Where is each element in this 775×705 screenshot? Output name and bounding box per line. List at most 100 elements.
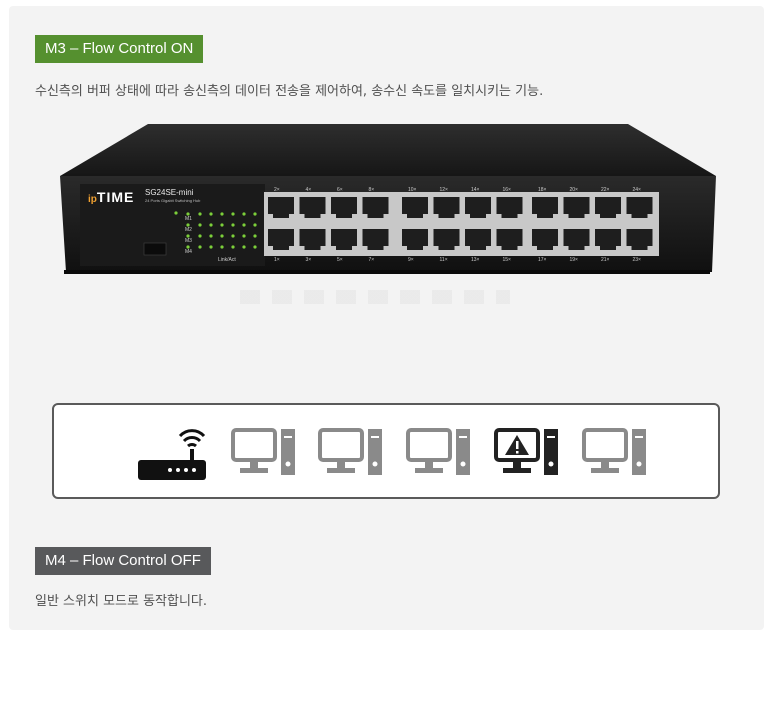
port-number-label: 2× — [274, 187, 280, 193]
switch-model-label: SG24SE-mini — [145, 188, 194, 197]
rj45-port — [496, 197, 523, 218]
rj45-port — [595, 229, 621, 250]
m3-title-badge: M3 – Flow Control ON — [35, 35, 204, 63]
rj45-port — [402, 197, 428, 218]
rj45-port — [402, 229, 428, 250]
link-led — [198, 234, 202, 238]
rj45-port — [626, 197, 653, 218]
m4-title-badge: M4 – Flow Control OFF — [35, 547, 211, 575]
port-number-label: 4× — [305, 187, 312, 193]
m4-description: 일반 스위치 모드로 동작합니다. — [35, 594, 208, 609]
link-led — [220, 212, 224, 216]
rj45-port — [362, 229, 389, 250]
port-number-label: 23× — [632, 257, 641, 263]
link-led — [231, 212, 235, 216]
port-number-label: 21× — [601, 257, 610, 263]
link-led — [242, 223, 246, 227]
link-led — [209, 212, 213, 216]
link-led — [220, 223, 224, 227]
desktop-computer-icon — [318, 428, 382, 475]
link-led — [242, 234, 246, 238]
power-led — [174, 211, 178, 215]
port-number-label: 7× — [368, 257, 375, 263]
switch-subtitle: 24 Ports Gigabit Switching Hub — [145, 198, 201, 203]
port-number-label: 24× — [632, 187, 641, 193]
rj45-port — [496, 229, 523, 250]
rj45-port — [532, 197, 558, 218]
port-number-label: 19× — [569, 257, 578, 263]
port-number-label: 8× — [368, 187, 375, 193]
mode-led — [186, 223, 190, 227]
rj45-port — [465, 229, 491, 250]
rj45-port — [362, 197, 389, 218]
link-led — [253, 245, 257, 249]
switch-illustration — [60, 124, 716, 274]
link-led — [209, 223, 213, 227]
link-led — [231, 245, 235, 249]
rj45-port — [268, 229, 294, 250]
link-led — [220, 234, 224, 238]
link-led — [253, 234, 257, 238]
port-number-label: 16× — [502, 187, 511, 193]
m3-description: 수신측의 버퍼 상태에 따라 송신측의 데이터 전송을 제어하여, 송수신 속도… — [35, 84, 544, 99]
link-led — [209, 234, 213, 238]
port-number-label: 13× — [471, 257, 480, 263]
rj45-port — [595, 197, 621, 218]
rj45-port — [299, 229, 326, 250]
link-led — [198, 245, 202, 249]
port-number-label: 6× — [337, 187, 343, 193]
wifi-router-icon — [138, 429, 206, 480]
rj45-port — [563, 229, 590, 250]
link-led — [242, 212, 246, 216]
mode-led — [186, 245, 190, 249]
link-led — [198, 223, 202, 227]
brand-name: TIME — [96, 189, 135, 205]
link-led — [231, 223, 235, 227]
rj45-port — [465, 197, 491, 218]
mode-label: M2 — [185, 227, 192, 233]
port-number-label: 9× — [408, 257, 414, 263]
link-led — [231, 234, 235, 238]
link-led — [253, 223, 257, 227]
desktop-computer-icon — [231, 428, 295, 475]
port-number-label: 17× — [538, 257, 547, 263]
port-number-label: 20× — [569, 187, 578, 193]
port-number-label: 15× — [502, 257, 511, 263]
port-number-label: 10× — [408, 187, 417, 193]
port-number-label: 3× — [305, 257, 312, 263]
desktop-computer-icon — [406, 428, 470, 475]
network-diagram — [52, 403, 720, 499]
mode-led — [186, 212, 190, 216]
port-number-label: 14× — [471, 187, 480, 193]
port-number-label: 1× — [274, 257, 280, 263]
desktop-computer-icon — [582, 428, 646, 475]
rj45-port — [433, 229, 460, 250]
rj45-port — [626, 229, 653, 250]
link-act-label: Link/Act — [218, 257, 236, 263]
switch-reflection — [240, 290, 510, 304]
rj45-port — [268, 197, 294, 218]
mode-label: M3 — [185, 238, 192, 244]
rj45-port — [331, 197, 357, 218]
rj45-port — [299, 197, 326, 218]
rj45-port — [433, 197, 460, 218]
content-panel — [9, 6, 764, 630]
link-led — [209, 245, 213, 249]
port-number-label: 12× — [439, 187, 448, 193]
port-number-label: 5× — [337, 257, 343, 263]
rj45-port — [532, 229, 558, 250]
switch-brand-logo: ipTIME — [88, 189, 134, 205]
mode-led — [186, 234, 190, 238]
port-number-label: 18× — [538, 187, 547, 193]
rj45-port — [331, 229, 357, 250]
port-number-label: 11× — [439, 257, 448, 263]
mode-label: M4 — [185, 249, 192, 255]
brand-prefix: ip — [88, 194, 97, 205]
link-led — [242, 245, 246, 249]
link-led — [220, 245, 224, 249]
mode-label: M1 — [185, 216, 192, 222]
desktop-warning-icon — [494, 428, 558, 475]
link-led — [198, 212, 202, 216]
port-number-label: 22× — [601, 187, 610, 193]
link-led — [253, 212, 257, 216]
